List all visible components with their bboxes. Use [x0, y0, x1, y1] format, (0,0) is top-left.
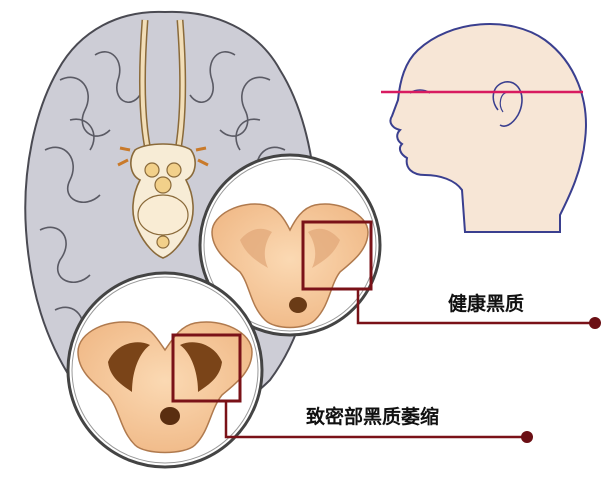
healthy-label: 健康黑质 — [448, 292, 524, 315]
atrophy-aqueduct — [160, 407, 180, 425]
medulla — [157, 236, 169, 248]
atrophy-leader-dot — [521, 431, 533, 443]
healthy-aqueduct — [289, 297, 307, 313]
head-outline — [390, 24, 586, 232]
atrophy-label: 致密部黑质萎缩 — [306, 405, 439, 428]
pons — [138, 195, 188, 235]
cerebral-peduncle-right — [167, 163, 181, 177]
cerebral-peduncle-left — [145, 163, 159, 177]
mammillary-body — [155, 177, 171, 193]
healthy-leader-dot — [589, 317, 601, 329]
healthy-callout: 健康黑质 — [358, 289, 601, 329]
head-profile — [381, 24, 586, 232]
atrophy-callout: 致密部黑质萎缩 — [226, 401, 533, 443]
